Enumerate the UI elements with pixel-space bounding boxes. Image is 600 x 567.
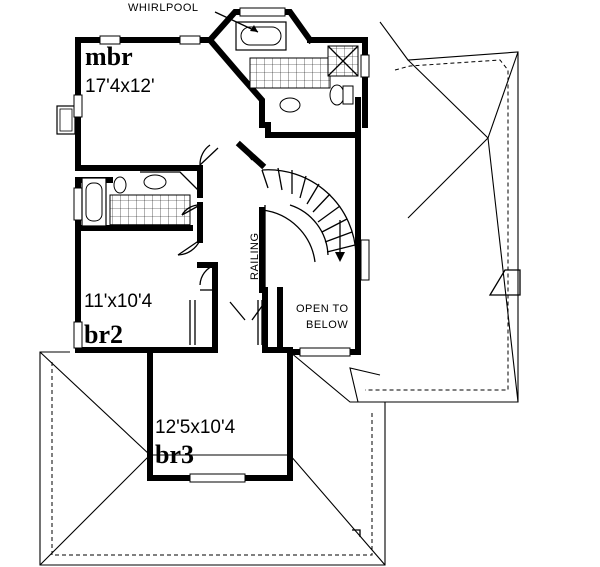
railing-label: RAILING [249,232,261,280]
br2-dimensions: 11'x10'4 [84,291,153,312]
staircase [261,167,357,263]
closets [189,289,263,345]
door-swings [177,144,266,321]
br3-dimensions: 12'5x10'4 [155,417,236,438]
chimney [56,105,76,135]
roof-outline [39,21,521,566]
br3-name: br3 [155,440,194,469]
stair-direction-arrow [335,252,345,262]
mbr-name: mbr [85,42,133,71]
bathtub [81,177,107,227]
whirlpool-leader [214,11,259,33]
mbr-dimensions: 17'4x12' [85,76,155,97]
toilet [329,84,354,106]
open-to-below-line1: OPEN TO [296,303,349,315]
open-to-below-line2: BELOW [306,319,348,331]
windows [73,7,370,483]
whirlpool-label: WHIRLPOOL [128,2,199,14]
second-bath [81,171,199,227]
whirlpool-tub [235,21,287,51]
master-bath [235,21,359,113]
whirlpool-arrow [250,25,258,32]
br2-name: br2 [84,320,123,349]
